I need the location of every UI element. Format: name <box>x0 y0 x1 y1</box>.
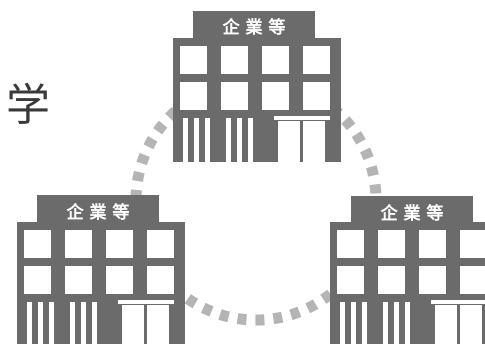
building-right: 企 業 等 <box>330 196 485 344</box>
building-left: 企 業 等 <box>17 195 185 344</box>
building-label: 企 業 等 <box>222 17 286 38</box>
building-label: 企 業 等 <box>380 203 444 224</box>
building-top: 企 業 等 <box>173 11 341 162</box>
building-label: 企 業 等 <box>66 202 130 223</box>
side-text: 学 <box>6 80 50 131</box>
